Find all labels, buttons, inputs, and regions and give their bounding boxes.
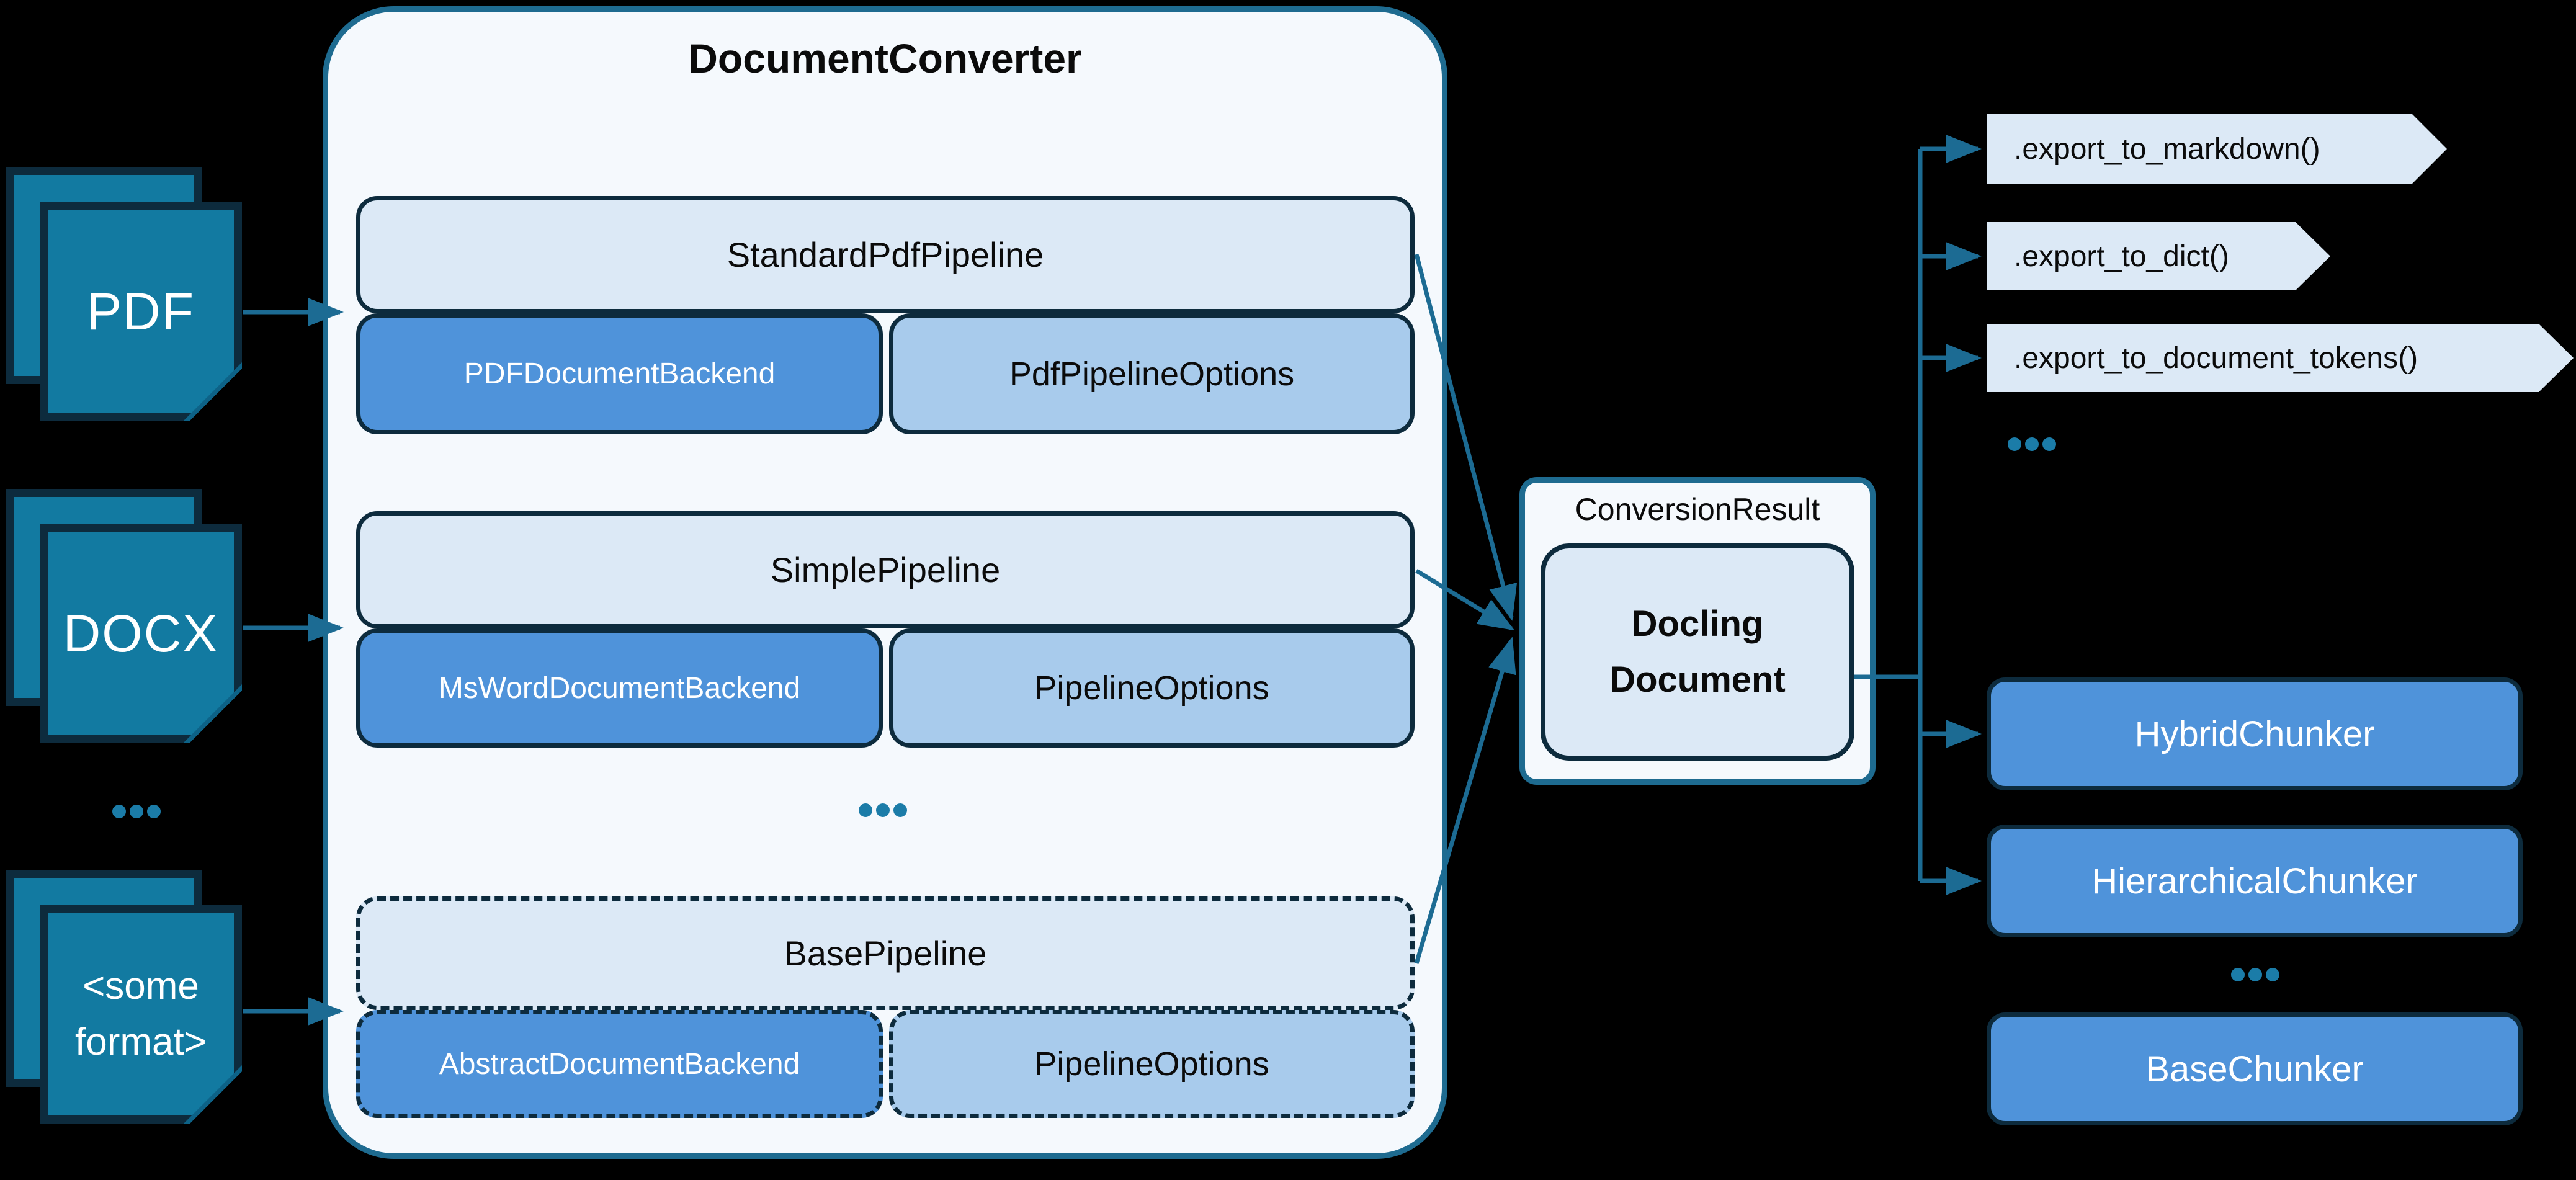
ellipsis-dots-chunkers [2231,968,2279,981]
ellipsis-dots-exports [2008,437,2056,451]
export-to-document-tokens-tag: .export_to_document_tokens() [1987,324,2574,392]
dot-icon [2008,437,2021,451]
pdf-document-backend-box: PDFDocumentBackend [356,313,883,434]
export-to-markdown-tag: .export_to_markdown() [1987,114,2447,184]
dot-icon [859,803,872,817]
ellipsis-dots-inputs [112,805,161,818]
base-pipeline-options-box: PipelineOptions [889,1010,1415,1118]
dot-icon [2042,437,2056,451]
abstract-document-backend-box: AbstractDocumentBackend [356,1010,883,1118]
docling-document-box: Docling Document [1541,543,1854,761]
conversion-result-label: ConversionResult [1575,492,1820,527]
simple-pipeline-box: SimplePipeline [356,511,1415,628]
docling-document-label: Docling Document [1609,604,1786,700]
standard-pdf-pipeline-box: StandardPdfPipeline [356,196,1415,313]
dot-icon [2248,968,2262,981]
ellipsis-dots-pipelines [859,803,907,817]
page-fold-corner-icon [184,684,242,743]
docx-document-icon: DOCX [40,524,242,743]
msword-document-backend-box: MsWordDocumentBackend [356,628,883,748]
input-label-docx: DOCX [63,604,219,663]
someformat-document-icon: <some format> [40,905,242,1124]
pipeline-options-box: PipelineOptions [889,628,1415,748]
base-chunker-box: BaseChunker [1987,1012,2523,1125]
hybrid-chunker-box: HybridChunker [1987,677,2523,790]
input-label-pdf: PDF [87,282,195,341]
export-to-dict-tag: .export_to_dict() [1987,222,2330,290]
document-converter-title: DocumentConverter [688,35,1082,81]
dot-icon [2266,968,2279,981]
dot-icon [112,805,126,818]
page-fold-corner-icon [184,1065,242,1124]
dot-icon [147,805,161,818]
pdf-document-icon: PDF [40,202,242,421]
dot-icon [893,803,907,817]
pdf-pipeline-options-box: PdfPipelineOptions [889,313,1415,434]
dot-icon [2025,437,2039,451]
base-pipeline-box: BasePipeline [356,896,1415,1010]
dot-icon [130,805,143,818]
page-fold-corner-icon [184,362,242,421]
hierarchical-chunker-box: HierarchicalChunker [1987,825,2523,937]
dot-icon [2231,968,2245,981]
input-label-some-format: <some format> [75,965,207,1063]
dot-icon [876,803,890,817]
